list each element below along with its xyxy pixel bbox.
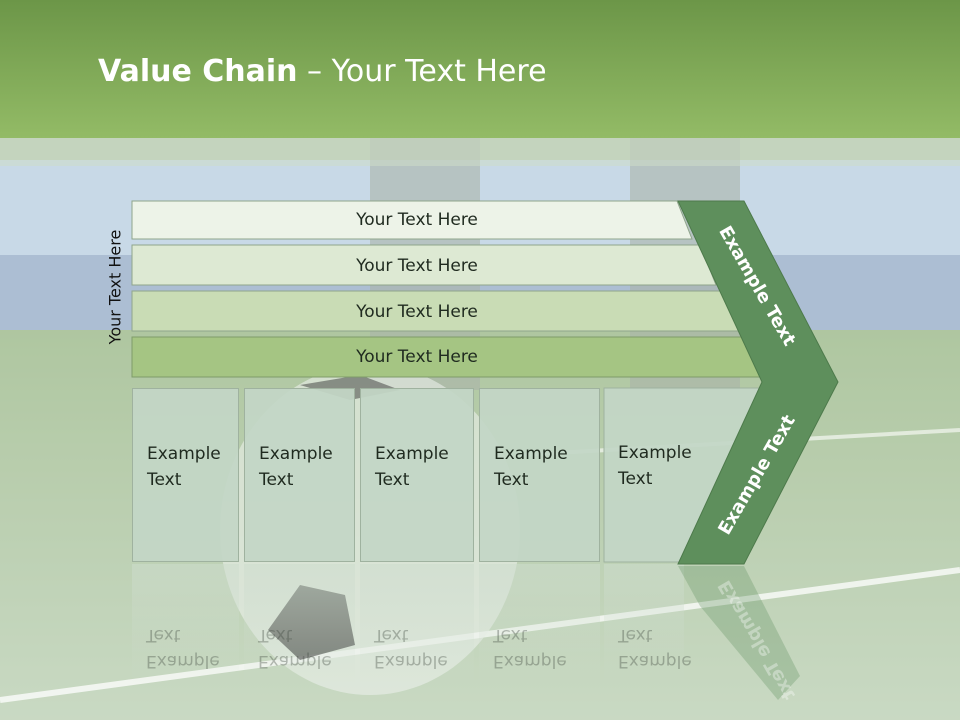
cell-4-reflection: Example Text	[479, 564, 600, 684]
cell-3-text: Example Text	[375, 444, 449, 490]
cell-3: Example Text	[360, 388, 474, 562]
cell-1-reflection: Example Text	[132, 564, 239, 684]
title-rest: – Your Text Here	[297, 54, 547, 89]
bar-3-label: Your Text Here	[356, 302, 478, 322]
cell-2-text: Example Text	[259, 444, 333, 490]
cell-5-text: Example Text	[618, 443, 692, 489]
cell-4: Example Text	[479, 388, 600, 562]
bar-1-label: Your Text Here	[356, 210, 478, 230]
cell-1: Example Text	[132, 388, 239, 562]
title-bold: Value Chain	[98, 54, 298, 89]
bar-4-label: Your Text Here	[356, 347, 478, 367]
bar-2-label: Your Text Here	[356, 256, 478, 276]
cell-2: Example Text	[244, 388, 355, 562]
slide-title: Value Chain – Your Text Here	[98, 54, 547, 89]
cell-1-text: Example Text	[147, 444, 221, 490]
cell-3-reflection: Example Text	[360, 564, 474, 684]
cell-2-reflection: Example Text	[244, 564, 355, 684]
cell-5-reflection: Example Text	[604, 564, 692, 684]
cell-4-text: Example Text	[494, 444, 568, 490]
